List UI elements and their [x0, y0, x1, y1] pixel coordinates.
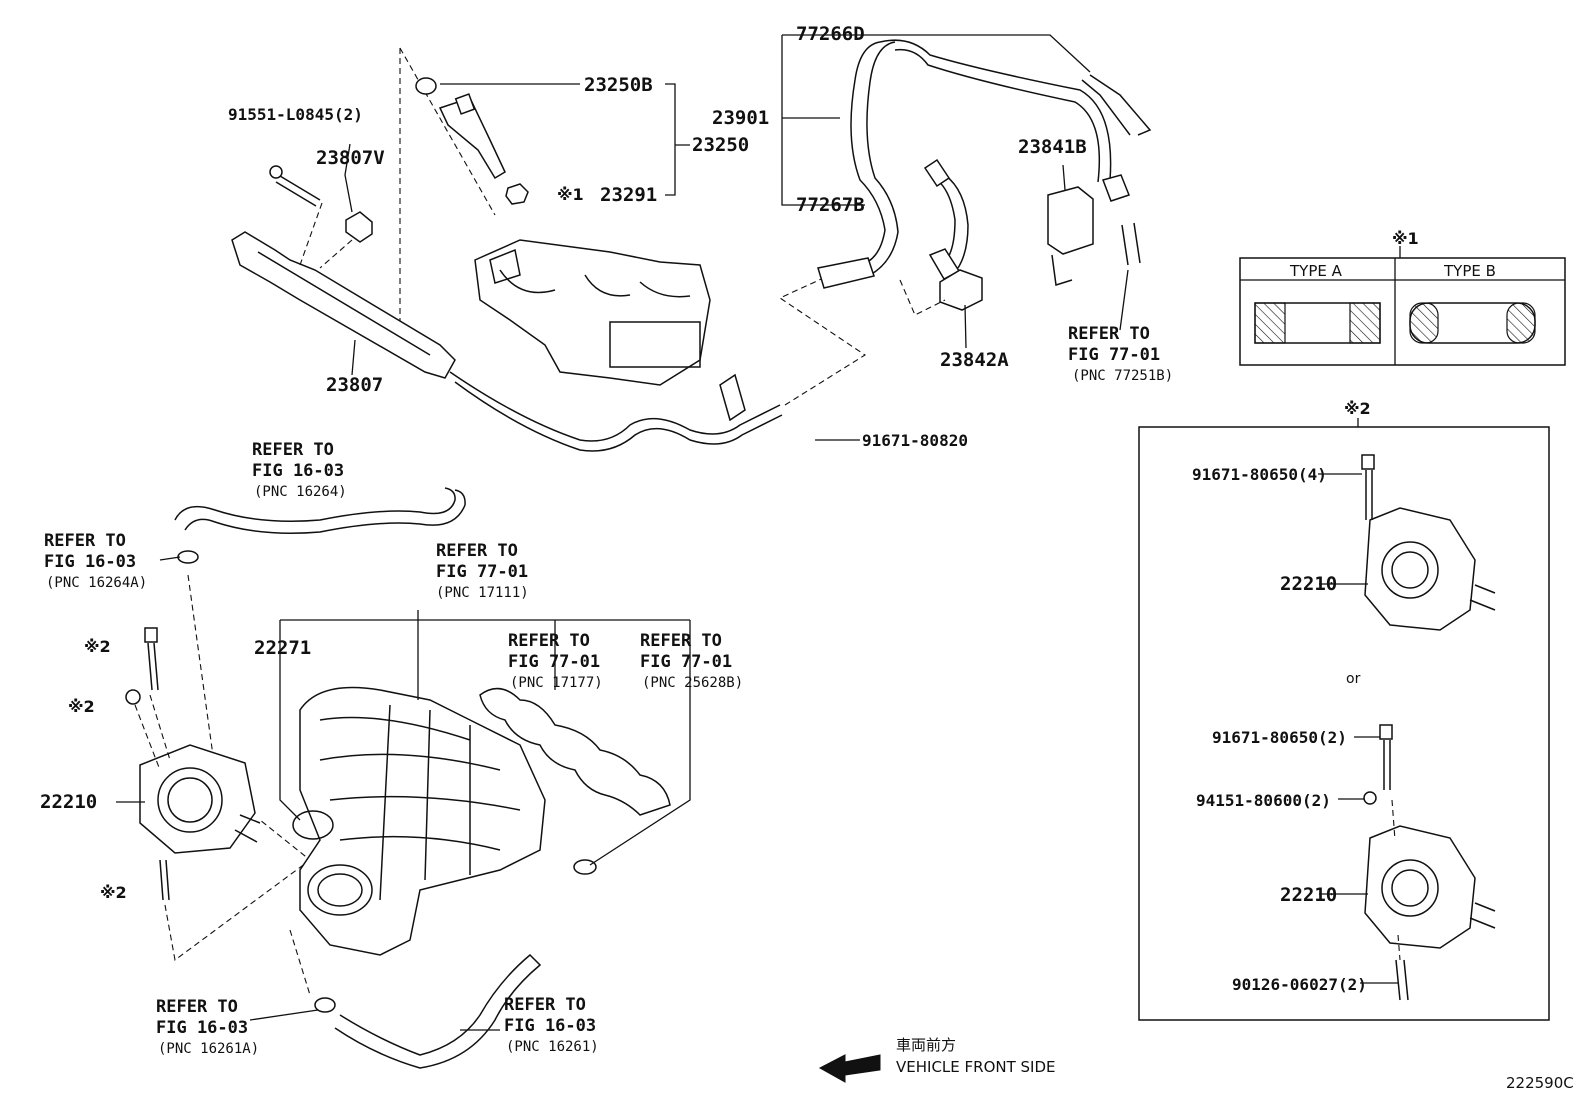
front-direction-arrow	[818, 1054, 881, 1083]
label-mark-2-nut: ※2	[68, 697, 95, 716]
bolt-box2	[1379, 724, 1393, 790]
label-91551: 91551-L0845(2)	[228, 105, 363, 124]
engine-head-sketch	[474, 239, 711, 386]
hose-16264	[174, 487, 456, 522]
label-22210-left: 22210	[40, 791, 97, 813]
throttle-body-box1	[1364, 507, 1496, 631]
ref-16261A-pnc: (PNC 16261A)	[158, 1041, 259, 1057]
label-mark-2-box: ※2	[1344, 399, 1371, 418]
ref-25628B-l1: REFER TO	[640, 631, 722, 651]
ref-17111-l1: REFER TO	[436, 541, 518, 561]
intake-manifold	[299, 686, 546, 956]
hose-77266D	[850, 41, 886, 266]
bolt-left	[144, 627, 159, 691]
label-23250: 23250	[692, 134, 749, 156]
ref-16261-pnc: (PNC 16261)	[506, 1039, 599, 1055]
label-23291: 23291	[600, 184, 657, 206]
clip-23842A	[939, 269, 983, 311]
ref-16264A-l2: FIG 16-03	[44, 552, 136, 572]
bolt-91551	[269, 165, 321, 207]
hose-16261	[334, 953, 542, 1069]
ref-77251B-pnc: (PNC 77251B)	[1072, 368, 1173, 384]
label-mark-1-top: ※1	[557, 185, 584, 204]
ref-17177-l2: FIG 77-01	[508, 652, 600, 672]
ref-17177-pnc: (PNC 17177)	[510, 675, 603, 691]
label-mark-1-box: ※1	[1392, 229, 1419, 248]
ref-16264A-l1: REFER TO	[44, 531, 126, 551]
label-direction-en: VEHICLE FRONT SIDE	[896, 1058, 1056, 1076]
bolt-box1	[1361, 454, 1375, 520]
ref-16264-l2: FIG 16-03	[252, 461, 344, 481]
label-23842A: 23842A	[940, 349, 1009, 371]
gasket-17177	[479, 687, 671, 816]
label-23901: 23901	[712, 107, 769, 129]
label-91671-80650-4: 91671-80650(4)	[1192, 465, 1327, 484]
ref-77251B-l2: FIG 77-01	[1068, 345, 1160, 365]
gasket-22271	[292, 810, 334, 840]
stud-box2	[1395, 959, 1409, 1001]
diagram-id: 222590C	[1506, 1074, 1574, 1092]
throttle-body-left	[139, 744, 261, 854]
fuel-pipe	[449, 371, 781, 442]
ref-17111-l2: FIG 77-01	[436, 562, 528, 582]
ref-16261-l2: FIG 16-03	[504, 1016, 596, 1036]
type-box	[1239, 257, 1566, 366]
label-23250B: 23250B	[584, 74, 653, 96]
label-77266D: 77266D	[796, 23, 865, 45]
label-90126-06027-2: 90126-06027(2)	[1232, 975, 1367, 994]
clamp-16261A	[314, 997, 336, 1013]
label-23807V: 23807V	[316, 147, 385, 169]
label-91671-80650-2: 91671-80650(2)	[1212, 728, 1347, 747]
label-mark-2-stud: ※2	[100, 883, 127, 902]
nut-left	[125, 689, 141, 705]
label-type-b: TYPE B	[1443, 262, 1496, 280]
seal-25628B	[573, 859, 597, 875]
ref-16264-pnc: (PNC 16264)	[254, 484, 347, 500]
throttle-body-box2	[1364, 825, 1496, 949]
label-23807: 23807	[326, 374, 383, 396]
clamp-16264A	[177, 550, 199, 564]
ref-25628B-l2: FIG 77-01	[640, 652, 732, 672]
label-type-a: TYPE A	[1289, 262, 1343, 280]
ref-16261A-l1: REFER TO	[156, 997, 238, 1017]
ref-16264-l1: REFER TO	[252, 440, 334, 460]
label-22271: 22271	[254, 637, 311, 659]
labels: 77266D 23901 77267B 23841B 23842A 91551-…	[40, 23, 1574, 1092]
injector-23250	[415, 77, 529, 205]
alt-throttle-box	[1138, 426, 1550, 1021]
ref-25628B-pnc: (PNC 25628B)	[642, 675, 743, 691]
spacer-23807V	[345, 211, 373, 243]
ref-17111-pnc: (PNC 17111)	[436, 585, 529, 601]
stud-left	[159, 859, 170, 901]
fuel-rail-group	[231, 47, 867, 452]
label-77267B: 77267B	[796, 194, 865, 216]
leader-lines	[116, 34, 1401, 1031]
vsv-23841B	[1047, 186, 1094, 255]
fuel-rail	[231, 231, 456, 379]
label-direction-jp: 車両前方	[896, 1036, 956, 1054]
label-23841B: 23841B	[1018, 136, 1087, 158]
label-94151-80600-2: 94151-80600(2)	[1196, 791, 1331, 810]
ref-16261A-l2: FIG 16-03	[156, 1018, 248, 1038]
nut-box2	[1363, 791, 1377, 805]
ref-16261-l1: REFER TO	[504, 995, 586, 1015]
label-22210-box1: 22210	[1280, 573, 1337, 595]
label-mark-2-bolt: ※2	[84, 637, 111, 656]
vapor-hose-group	[817, 39, 1152, 316]
label-91671-80820: 91671-80820	[862, 431, 968, 450]
label-22210-box2: 22210	[1280, 884, 1337, 906]
ref-16264A-pnc: (PNC 16264A)	[46, 575, 147, 591]
intake-group	[125, 487, 671, 1069]
ref-17177-l1: REFER TO	[508, 631, 590, 651]
guide-dashed-top	[399, 47, 496, 216]
label-or: or	[1346, 671, 1361, 687]
ref-77251B-l1: REFER TO	[1068, 324, 1150, 344]
